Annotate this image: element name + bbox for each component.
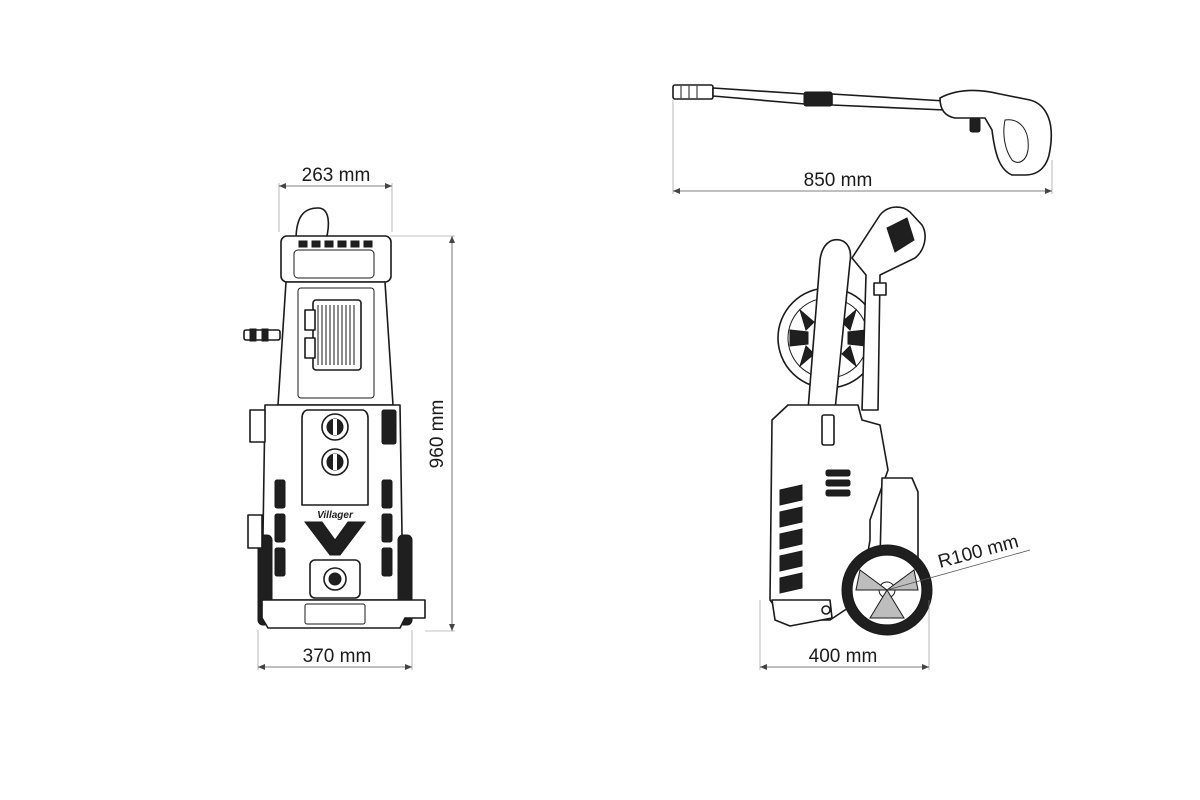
side-vents-left: [274, 479, 286, 577]
side-connector: [243, 328, 281, 342]
wheel-radius-label: R100 mm: [936, 531, 1021, 573]
front-height-label: 960 mm: [427, 400, 448, 469]
hose-reel: [304, 299, 362, 371]
side-vents: [779, 484, 803, 594]
side-vents-right: [381, 479, 393, 577]
spray-lance: [672, 84, 1053, 176]
pressure-knob-upper: [321, 413, 349, 441]
side-vents-upper: [825, 469, 851, 497]
water-inlet: [309, 559, 361, 599]
side-depth-label: 400 mm: [809, 646, 878, 667]
front-view-pressure-washer: Villager: [243, 207, 426, 629]
lance-length-dimension: 850 mm: [672, 100, 1053, 194]
side-view-pressure-washer: [769, 206, 933, 636]
front-base-width-dimension: 370 mm: [257, 630, 413, 670]
side-depth-dimension: 400 mm: [759, 600, 930, 670]
nozzle-holder-row: [298, 240, 373, 248]
front-height-dimension: 960 mm: [390, 235, 455, 632]
lance-length-label: 850 mm: [804, 170, 873, 191]
front-base-width-label: 370 mm: [303, 646, 372, 667]
front-width-top-dimension: 263 mm: [278, 165, 393, 232]
front-top-width-label: 263 mm: [302, 165, 371, 186]
pressure-knob-lower: [321, 448, 349, 476]
brand-logo: Villager: [317, 510, 354, 521]
